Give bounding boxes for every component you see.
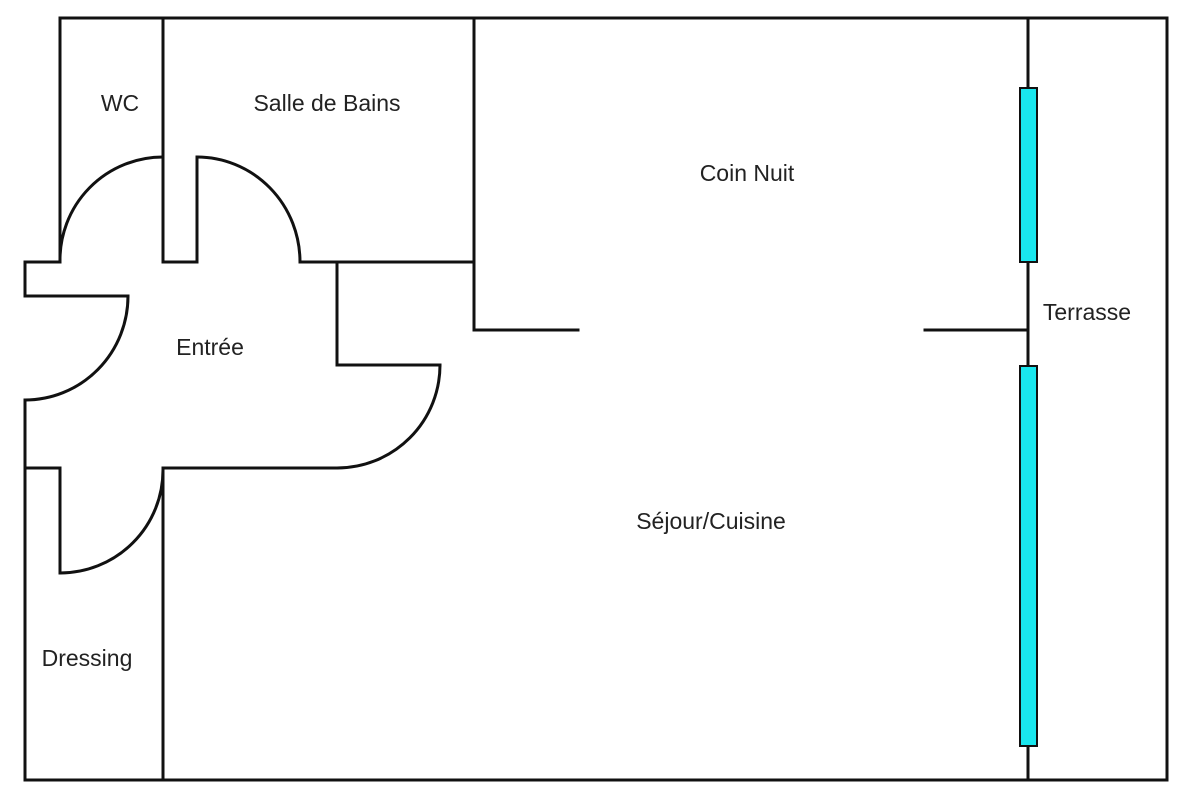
room-label-entrance: Entrée xyxy=(176,334,244,360)
room-label-terrace: Terrasse xyxy=(1043,299,1131,325)
room-label-dressing: Dressing xyxy=(42,645,133,671)
walls xyxy=(23,16,1169,782)
dressing-door-arc xyxy=(58,468,165,575)
door-arcs xyxy=(23,155,442,575)
window-coin-nuit xyxy=(1019,87,1038,263)
bathroom-door-arc xyxy=(195,155,302,264)
room-label-sleeping: Coin Nuit xyxy=(700,160,795,186)
room-label-wc: WC xyxy=(101,90,139,116)
room-label-bathroom: Salle de Bains xyxy=(253,90,400,116)
window-sejour xyxy=(1019,365,1038,747)
wc-door-arc xyxy=(58,155,165,264)
room-label-living: Séjour/Cuisine xyxy=(636,508,786,534)
entrance-door-arc xyxy=(23,294,130,402)
living-door-arc xyxy=(335,363,442,470)
